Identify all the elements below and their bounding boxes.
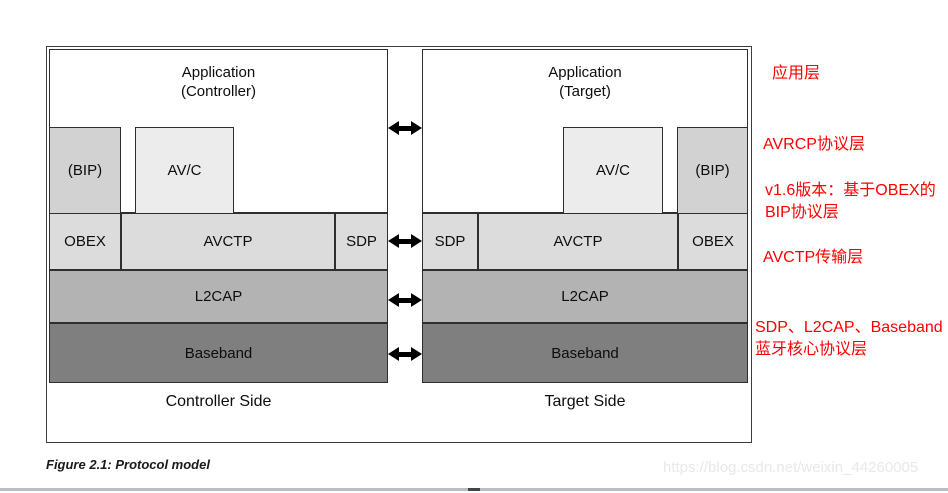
target-avc-label: AV/C (596, 162, 630, 179)
arrow-stem (399, 238, 411, 244)
arrow-head-left-icon (388, 234, 399, 248)
arrow-head-right-icon (411, 121, 422, 135)
annotation-avrcp-layer: AVRCP协议层 (763, 136, 865, 153)
controller-l2cap-box: L2CAP (49, 270, 388, 323)
arrow-stem (399, 351, 411, 357)
l2cap-link-double-arrow-icon (388, 293, 422, 307)
target-obex-box: OBEX (678, 213, 748, 270)
annotation-core-layer: SDP、L2CAP、Baseband 蓝牙核心协议层 (755, 317, 943, 361)
watermark-url: https://blog.csdn.net/weixin_44260005 (663, 459, 919, 476)
arrow-head-left-icon (388, 347, 399, 361)
arrow-head-right-icon (411, 293, 422, 307)
avctp-link-double-arrow-icon (388, 234, 422, 248)
controller-obex-label: OBEX (64, 233, 106, 250)
controller-baseband-box: Baseband (49, 323, 388, 383)
target-sdp-label: SDP (434, 233, 466, 250)
target-baseband-label: Baseband (551, 344, 619, 362)
baseband-link-double-arrow-icon (388, 347, 422, 361)
target-bip-box: (BIP) (677, 127, 748, 214)
controller-avc-label: AV/C (167, 162, 202, 179)
annotation-bip-layer-line1: v1.6版本：基于OBEX的 (765, 182, 936, 199)
controller-application-label-line1: Application (181, 64, 256, 81)
controller-side-label: Controller Side (165, 393, 272, 410)
controller-obex-box: OBEX (49, 213, 121, 270)
controller-sdp-box: SDP (335, 213, 388, 270)
annotation-bip-layer-line2: BIP协议层 (765, 204, 839, 221)
target-avctp-label: AVCTP (553, 233, 603, 250)
annotation-bip-layer: v1.6版本：基于OBEX的 BIP协议层 (765, 180, 936, 224)
figure-caption: Figure 2.1: Protocol model (46, 457, 210, 472)
controller-avc-box: AV/C (135, 127, 234, 214)
arrow-stem (399, 297, 411, 303)
annotation-application-layer: 应用层 (772, 65, 821, 82)
target-application-label-line2: (Target) (559, 83, 611, 100)
annotation-core-layer-line1: SDP、L2CAP、Baseband (755, 319, 943, 336)
target-side-label: Target Side (544, 393, 626, 410)
arrow-head-right-icon (411, 347, 422, 361)
target-baseband-box: Baseband (422, 323, 748, 383)
page-divider-handle (468, 488, 480, 491)
controller-baseband-label: Baseband (184, 344, 253, 362)
controller-l2cap-label: L2CAP (194, 288, 243, 305)
annotation-core-layer-line2: 蓝牙核心协议层 (755, 341, 868, 358)
controller-bip-label: (BIP) (67, 162, 103, 179)
arrow-head-right-icon (411, 234, 422, 248)
application-link-double-arrow-icon (388, 121, 422, 135)
controller-sdp-label: SDP (346, 233, 377, 250)
target-avctp-box: AVCTP (478, 213, 678, 270)
arrow-stem (399, 125, 411, 131)
arrow-head-left-icon (388, 293, 399, 307)
controller-avctp-box: AVCTP (121, 213, 335, 270)
target-obex-label: OBEX (692, 233, 734, 250)
target-bip-label: (BIP) (695, 162, 730, 179)
target-l2cap-box: L2CAP (422, 270, 748, 323)
controller-application-label-line2: (Controller) (180, 83, 256, 100)
controller-avctp-label: AVCTP (203, 233, 253, 250)
annotation-avctp-layer: AVCTP传输层 (763, 249, 864, 266)
arrow-head-left-icon (388, 121, 399, 135)
target-application-label-line1: Application (548, 64, 622, 81)
controller-bip-box: (BIP) (49, 127, 121, 214)
target-sdp-box: SDP (422, 213, 478, 270)
target-avc-box: AV/C (563, 127, 663, 214)
target-l2cap-label: L2CAP (561, 288, 609, 305)
